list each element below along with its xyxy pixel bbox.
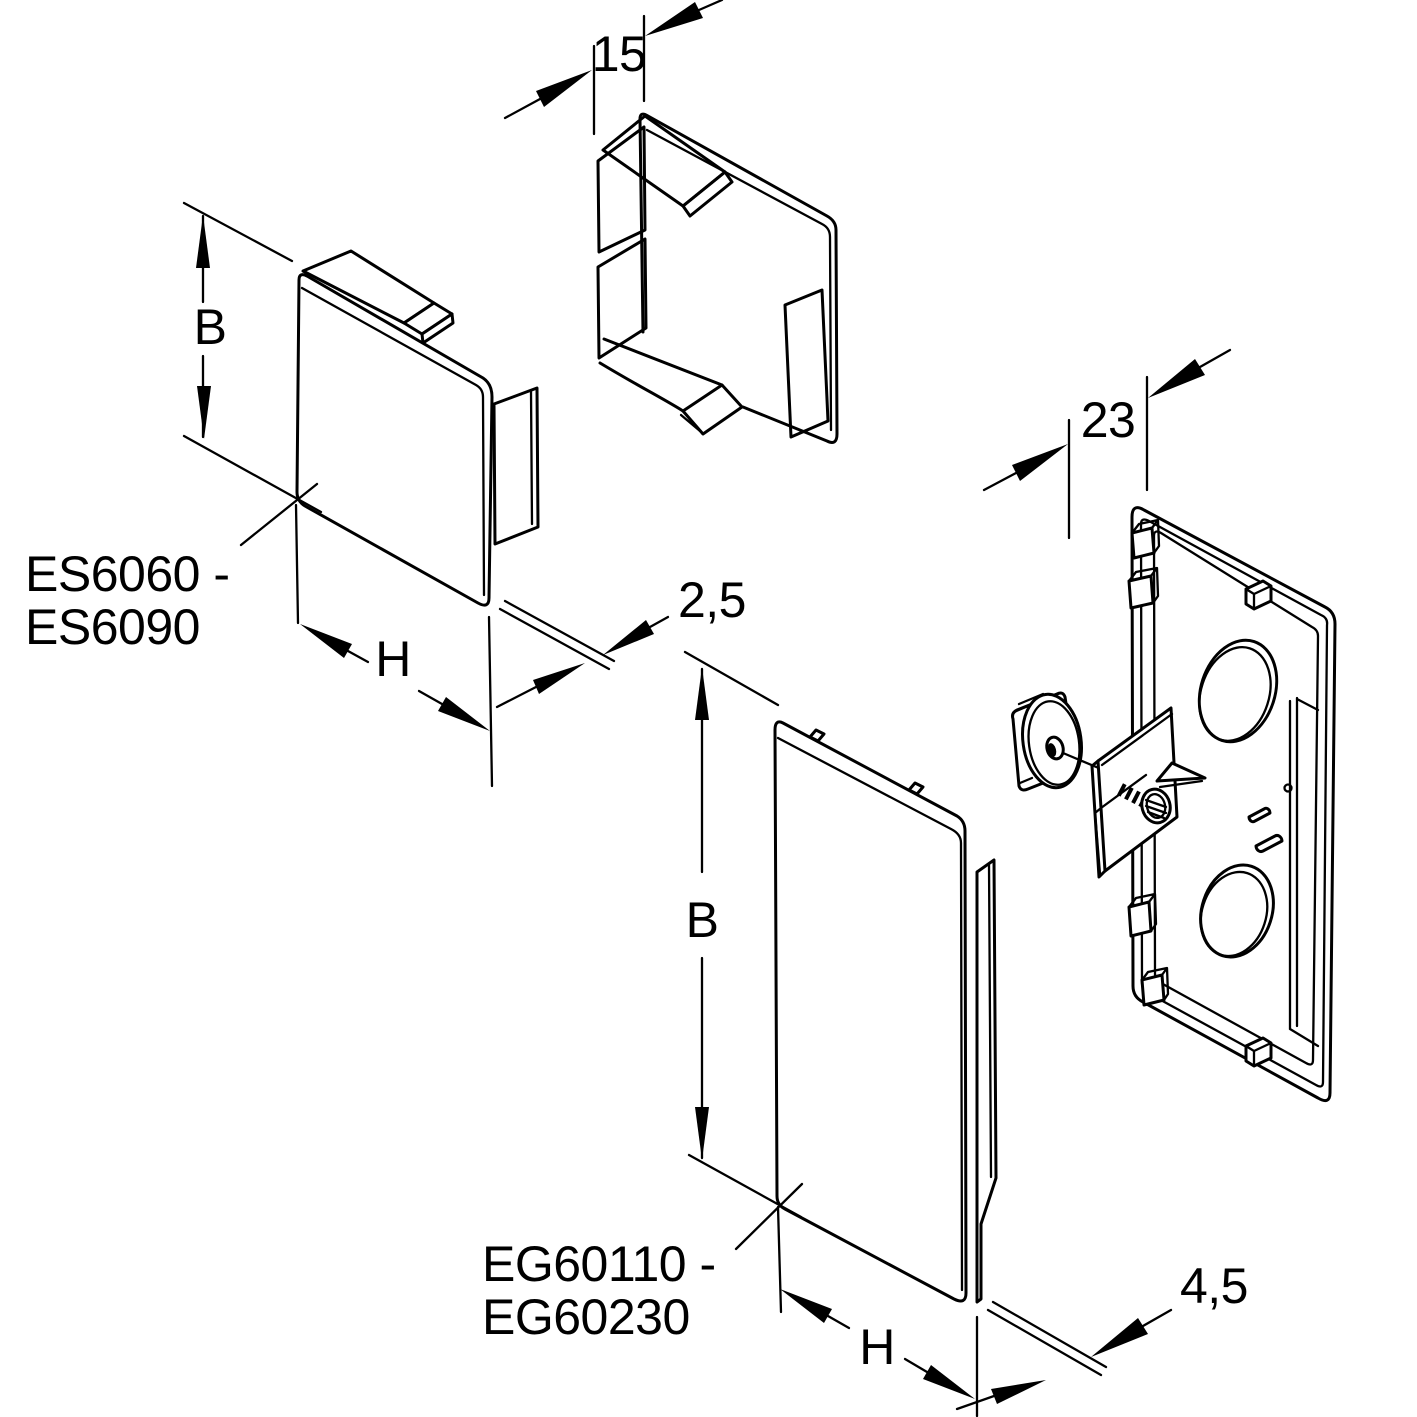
- screw-slot: [1144, 798, 1168, 820]
- top-tab: [1244, 579, 1273, 611]
- screw-clamp: [1090, 706, 1207, 879]
- edge-clip: [1127, 566, 1160, 610]
- dim-h-large-label: H: [859, 1319, 895, 1375]
- dimension-width-small: H: [294, 503, 494, 788]
- part-number-small-cap: ES6060 - ES6090: [25, 546, 230, 655]
- part-number-large-cap: EG60110 - EG60230: [482, 1236, 716, 1345]
- bottom-tab: [1244, 1036, 1273, 1068]
- part-eg-line2: EG60230: [482, 1289, 690, 1345]
- pilot-hole: [1283, 783, 1293, 793]
- edge-clip: [1130, 518, 1161, 560]
- dim-45-label: 4,5: [1180, 1258, 1248, 1314]
- dimension-depth-large: 23: [982, 348, 1232, 540]
- dim-23-label: 23: [1081, 392, 1136, 448]
- grommet-plug: [1011, 691, 1103, 792]
- dimension-depth-small: 15: [503, 0, 724, 136]
- locator-pin: [1247, 806, 1272, 824]
- pointer-tab: [1155, 761, 1207, 783]
- dimension-width-large: H: [776, 1205, 979, 1417]
- large-end-cap-rear-view: [1127, 506, 1337, 1103]
- latch-nub: [808, 728, 826, 743]
- dim-b-large-label: B: [686, 892, 719, 948]
- dim-h-small-label: H: [375, 631, 411, 687]
- small-end-cap-rear-view: [596, 112, 839, 444]
- dimension-thickness-large: 4,5: [955, 1258, 1249, 1411]
- dim-25-label: 2,5: [678, 572, 746, 628]
- dimension-thickness-small: 2,5: [495, 572, 747, 709]
- dim-b-small-label: B: [194, 299, 227, 355]
- small-end-cap-front-view: [295, 249, 540, 607]
- dimension-height-large: B: [683, 650, 804, 1251]
- part-es-line1: ES6060 -: [25, 546, 229, 602]
- dimension-height-small: B: [182, 201, 323, 547]
- dim-15-label: 15: [592, 26, 647, 82]
- large-end-cap-front-view: [773, 720, 998, 1304]
- edge-clip: [1127, 892, 1158, 938]
- part-es-line2: ES6090: [25, 599, 200, 655]
- edge-clip: [1140, 966, 1170, 1007]
- leader-line: [1061, 751, 1103, 771]
- locator-pin: [1254, 834, 1284, 853]
- latch-nub: [907, 781, 925, 796]
- part-eg-line1: EG60110 -: [482, 1236, 716, 1292]
